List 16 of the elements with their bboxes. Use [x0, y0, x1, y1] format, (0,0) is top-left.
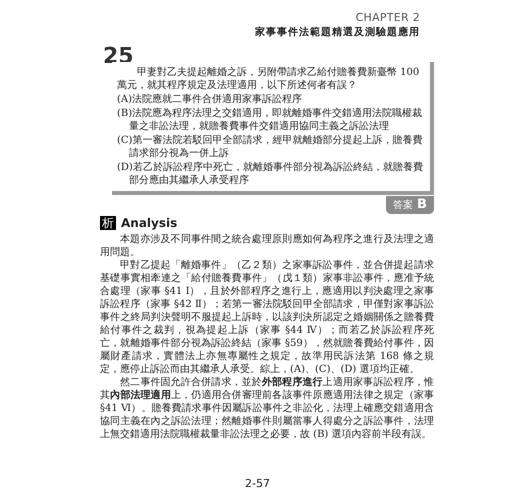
answer-option: (D)若乙於訴訟程序中死亡，就離婚事件部分視為訴訟終結，就贍養費部分應由其繼承人承受程序: [117, 161, 425, 187]
analysis-paragraph: 甲對乙提起「離婚事件」（乙２類）之家事訴訟事件，並合併提起請求基礎事實相牽連之「給付贍養費事件」（戊１類）家事非訟事件，應准予統合處理（家事 §41 Ⅰ），且於外部程序之進行上，應適用以判決處理之家事訴訟程序（家事 §42 Ⅱ）；若第一審法院駁回甲全部請求，甲僅對家事訴訟事件之終局判決聲明不服提起上訴時，以該判決所認定之婚姻關係之贍養費給付事件之裁判，視為提起上訴（家事 §44 Ⅳ）；而若乙於訴訟程序死亡，就離婚事件部分視為訴訟終結（家事 §59），然就贍養費給付事件，因屬財產請求，實體法上亦無專屬性之規定，故準用民訴法第 168 條之規定，應停止訴訟而由其繼承人承受。綜上，(A)、(C)、(D) 選項均正確。: [100, 259, 434, 376]
answer-option: (B)法院應為程序法理之交錯適用，即就離婚事件交錯適用法院職權裁量之非訟法理，就贍養費事件交錯適用協同主義之訴訟法理: [117, 107, 425, 133]
answer-option: (A)法院應就二事件合併適用家事訴訟程序: [117, 93, 425, 106]
chapter-label: CHAPTER 2: [356, 10, 420, 26]
analysis-heading: Analysis: [121, 215, 178, 232]
question-text: 甲妻對乙夫提起離婚之訴，另附帶請求乙給付贍養費新臺幣 100 萬元，就其程序規定及法理適用，以下所述何者有誤？: [117, 66, 420, 92]
chapter-title: 家事事件法範題精選及測驗題應用: [255, 25, 420, 40]
page-number: 2-57: [245, 476, 270, 492]
answer-tab: [386, 196, 434, 214]
analysis-paragraph: 然二事件固允許合併請求，並於外部程序進行上適用家事訴訟程序，惟其內部法理適用上，仍適用合併審理前各該事件原應適用法律之規定（家事 §41 Ⅵ）。贍養費請求事件因屬訴訟事件之非訟化，法理上確應交錯適用含協同主義在內之訴訟法理；然離婚事件則屬當事人得處分之訴訟事件，法理上無交錯適用法院職權裁量非訟法理之必要，故 (B) 選項內容前半段有誤。: [100, 376, 434, 441]
answer-letter: B: [417, 196, 427, 214]
answer-label: 答案: [393, 198, 414, 212]
analysis-paragraph: 本題亦涉及不同事件間之統合處理原則應如何為程序之進行及法理之適用問題。: [100, 233, 434, 259]
answer-option: (C)第一審法院若駁回甲全部請求，經甲就離婚部分提起上訴，贍養費請求部分視為一併上訴: [117, 134, 425, 160]
analysis-icon: 析: [100, 216, 116, 230]
